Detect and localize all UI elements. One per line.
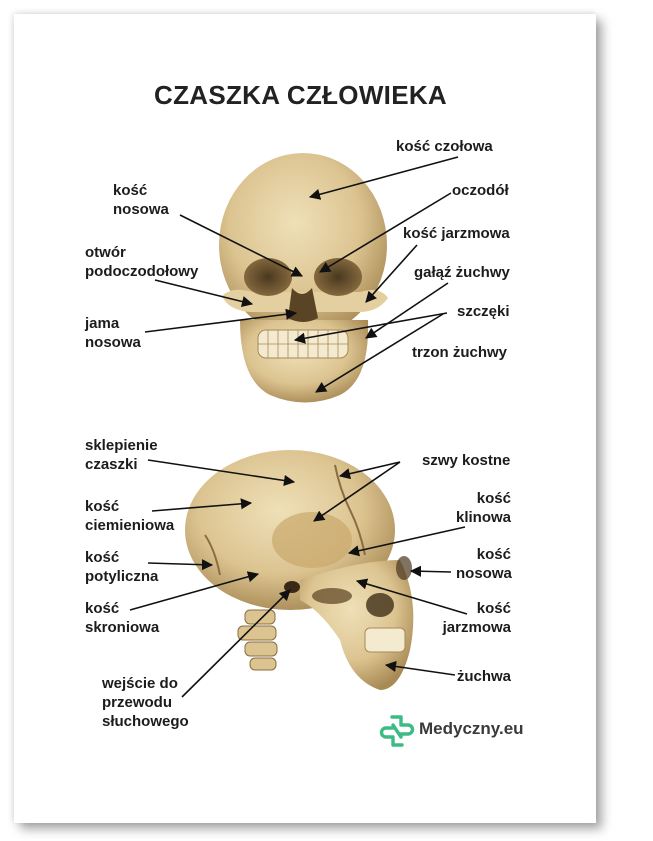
label-kosc-czolowa: kość czołowa — [396, 138, 493, 155]
label-galaz-zuchwy: gałąź żuchwy — [414, 264, 510, 281]
side-arrows — [129, 459, 468, 698]
label-szwy-kostne: szwy kostne — [422, 452, 511, 469]
label-trzon-zuchwy: trzon żuchwy — [412, 344, 508, 361]
label-szczeki: szczęki — [457, 303, 510, 320]
logo-text: Medyczny.eu — [419, 719, 524, 738]
side-skull — [185, 450, 414, 690]
poster-sheet — [14, 14, 596, 823]
label-oczodol: oczodół — [452, 182, 509, 199]
label-zuchwa: żuchwa — [456, 668, 511, 685]
front-arrows — [144, 156, 459, 393]
medical-cross-s-icon — [379, 715, 415, 747]
page-title: CZASZKA CZŁOWIEKA — [154, 80, 447, 110]
front-skull — [219, 153, 388, 403]
logo: Medyczny.eu — [379, 713, 539, 749]
label-kosc-jarzmowa: kość jarzmowa — [403, 225, 510, 242]
